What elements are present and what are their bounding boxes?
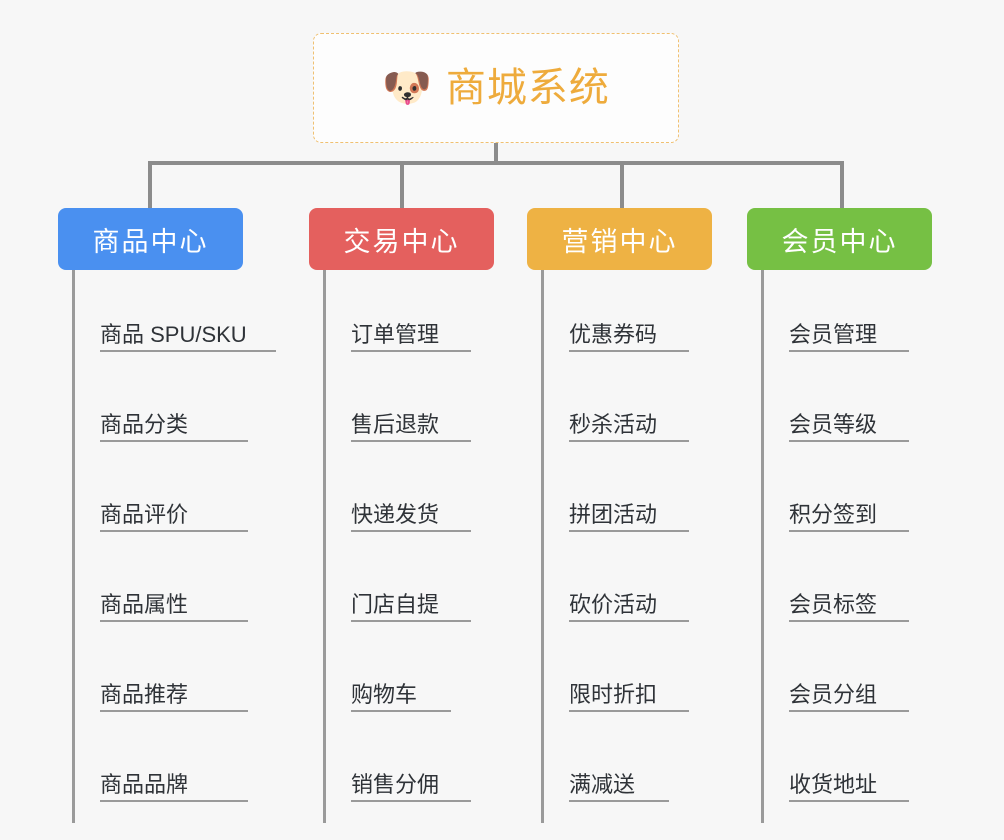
list-item-label: 商品 SPU/SKU — [100, 322, 247, 347]
list-item-underline — [789, 710, 909, 712]
column-rail-marketing-center — [541, 270, 544, 823]
list-item-label: 优惠券码 — [569, 322, 658, 347]
column-rail-product-center — [72, 270, 75, 823]
list-item-label: 会员等级 — [789, 412, 878, 437]
list-item-label: 砍价活动 — [569, 592, 658, 617]
list-item-label: 会员标签 — [789, 592, 878, 617]
list-item-underline — [351, 800, 471, 802]
list-item-label: 销售分佣 — [351, 772, 440, 797]
list-item-label: 售后退款 — [351, 412, 440, 437]
category-header-marketing-center[interactable]: 营销中心 — [527, 208, 712, 270]
list-item-underline — [100, 350, 276, 352]
list-item-underline — [569, 350, 689, 352]
list-item-underline — [351, 440, 471, 442]
list-item-underline — [569, 530, 689, 532]
list-item-underline — [569, 800, 669, 802]
list-item-underline — [351, 620, 471, 622]
category-header-trade-center[interactable]: 交易中心 — [309, 208, 494, 270]
list-item-label: 限时折扣 — [569, 682, 658, 707]
list-item-label: 商品品牌 — [100, 772, 189, 797]
list-item-label: 秒杀活动 — [569, 412, 658, 437]
column-rail-member-center — [761, 270, 764, 823]
list-item-label: 积分签到 — [789, 502, 878, 527]
root-title: 商城系统 — [445, 66, 610, 110]
column-rail-trade-center — [323, 270, 326, 823]
category-label: 交易中心 — [343, 226, 460, 257]
list-item-underline — [789, 350, 909, 352]
list-item-label: 快递发货 — [351, 502, 440, 527]
root-node-card[interactable]: 🐶 商城系统 — [313, 33, 679, 143]
list-item-label: 商品分类 — [100, 412, 189, 437]
list-item-underline — [569, 440, 689, 442]
connector-horizontal-bus — [148, 161, 844, 165]
connector-drop-4 — [840, 161, 844, 209]
list-item-underline — [569, 620, 689, 622]
category-header-member-center[interactable]: 会员中心 — [747, 208, 932, 270]
shiba-dog-face-icon: 🐶 — [382, 66, 432, 110]
list-item-underline — [100, 620, 248, 622]
list-item-underline — [569, 710, 689, 712]
connector-drop-2 — [400, 161, 404, 209]
list-item-label: 拼团活动 — [569, 502, 658, 527]
category-label: 商品中心 — [92, 226, 209, 257]
list-item-underline — [100, 440, 248, 442]
list-item-label: 满减送 — [569, 772, 636, 797]
list-item-underline — [351, 710, 451, 712]
list-item-label: 会员分组 — [789, 682, 878, 707]
list-item-underline — [351, 530, 471, 532]
list-item-label: 购物车 — [351, 682, 418, 707]
list-item-label: 商品评价 — [100, 502, 189, 527]
list-item-label: 收货地址 — [789, 772, 878, 797]
list-item-underline — [100, 800, 248, 802]
list-item-label: 商品属性 — [100, 592, 189, 617]
list-item-underline — [789, 530, 909, 532]
list-item-underline — [789, 620, 909, 622]
category-header-product-center[interactable]: 商品中心 — [58, 208, 243, 270]
category-label: 会员中心 — [781, 226, 898, 257]
connector-drop-1 — [148, 161, 152, 209]
connector-root-stem — [494, 143, 498, 163]
list-item-label: 会员管理 — [789, 322, 878, 347]
list-item-underline — [789, 440, 909, 442]
connector-drop-3 — [620, 161, 624, 209]
category-label: 营销中心 — [561, 226, 678, 257]
list-item-underline — [100, 710, 248, 712]
list-item-underline — [351, 350, 471, 352]
list-item-label: 门店自提 — [351, 592, 440, 617]
list-item-label: 商品推荐 — [100, 682, 189, 707]
list-item-label: 订单管理 — [351, 322, 440, 347]
list-item-underline — [789, 800, 909, 802]
list-item-underline — [100, 530, 248, 532]
